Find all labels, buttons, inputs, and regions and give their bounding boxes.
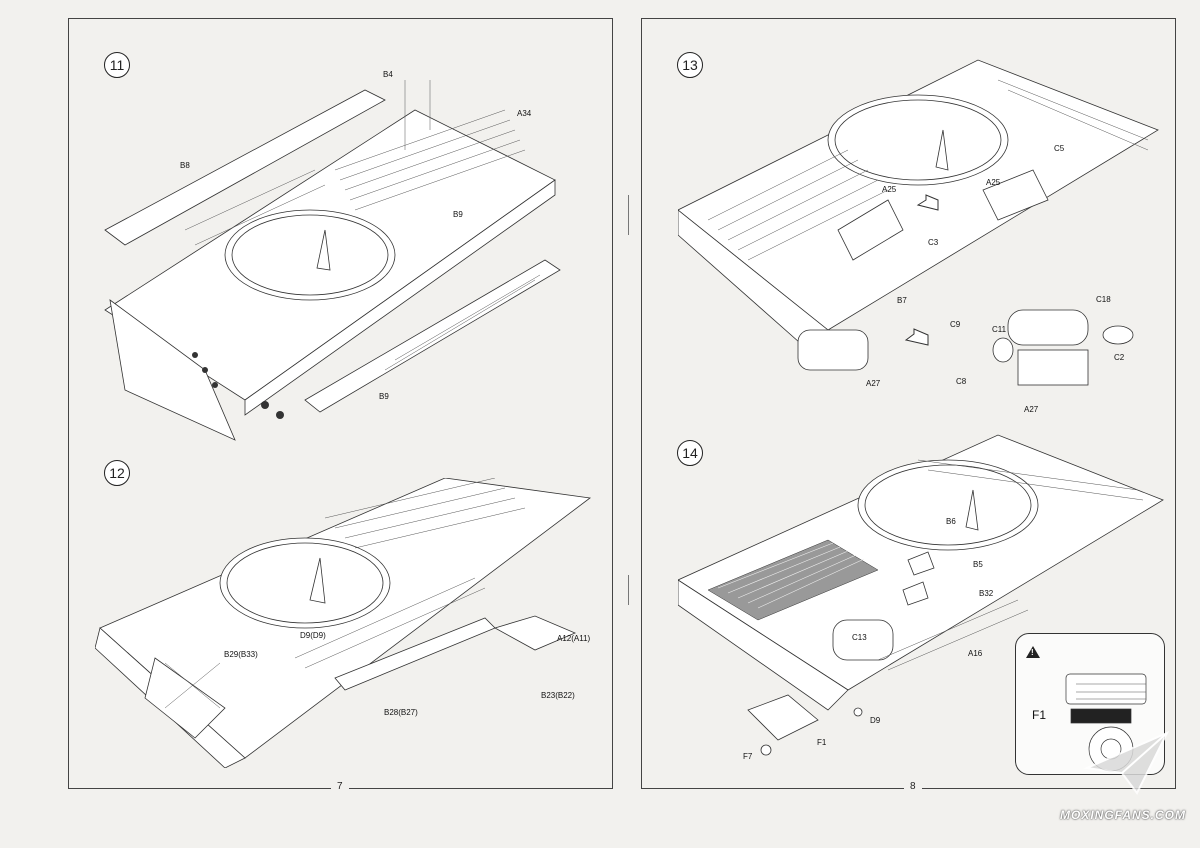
part-label: A34 xyxy=(517,109,532,118)
scan-mark xyxy=(628,195,629,235)
part-label: A16 xyxy=(968,649,983,658)
left-page-frame xyxy=(68,18,613,789)
part-label: A27 xyxy=(866,379,881,388)
inset-part-label: F1 xyxy=(1032,708,1047,722)
part-label: D9(D9) xyxy=(300,631,326,640)
part-label: B4 xyxy=(383,70,393,79)
watermark-text: MOXINGFANS.COM xyxy=(1059,808,1186,822)
paper-plane-logo-icon xyxy=(1083,730,1170,795)
step-14-illustration xyxy=(678,434,1164,756)
part-label: B28(B27) xyxy=(384,708,418,717)
part-label: C18 xyxy=(1096,295,1111,304)
part-label: C5 xyxy=(1054,144,1065,153)
part-label: B32 xyxy=(979,589,994,598)
part-label: C2 xyxy=(1114,353,1125,362)
part-label: C3 xyxy=(928,238,939,247)
part-label: B29(B33) xyxy=(224,650,258,659)
part-label: A12(A11) xyxy=(557,634,591,643)
part-label: C13 xyxy=(852,633,867,642)
step-number-13: 13 xyxy=(677,52,703,78)
step-11-illustration xyxy=(104,80,561,441)
step-number-14: 14 xyxy=(677,440,703,466)
part-label: C9 xyxy=(950,320,961,329)
step-number-12: 12 xyxy=(104,460,130,486)
part-label: C8 xyxy=(956,377,967,386)
part-label: B23(B22) xyxy=(541,691,575,700)
page-number-left: 7 xyxy=(331,781,349,792)
part-label: C11 xyxy=(992,325,1007,334)
scan-mark xyxy=(628,575,629,605)
part-label: B8 xyxy=(180,161,190,170)
part-label: F1 xyxy=(817,738,827,747)
part-label: D9 xyxy=(870,716,881,725)
part-label: A25 xyxy=(882,185,897,194)
page-number-right: 8 xyxy=(904,781,922,792)
warning-icon: ! xyxy=(1026,646,1040,658)
step-12-illustration xyxy=(95,478,592,768)
step-number-11: 11 xyxy=(104,52,130,78)
step-13-illustration xyxy=(678,59,1159,386)
part-label: B9 xyxy=(453,210,463,219)
part-label: B6 xyxy=(946,517,956,526)
part-label: B7 xyxy=(897,296,907,305)
right-page-frame xyxy=(641,18,1176,789)
part-label: A27 xyxy=(1024,405,1039,414)
part-label: A25 xyxy=(986,178,1001,187)
part-label: B9 xyxy=(379,392,389,401)
part-label: F7 xyxy=(743,752,753,761)
part-label: B5 xyxy=(973,560,983,569)
